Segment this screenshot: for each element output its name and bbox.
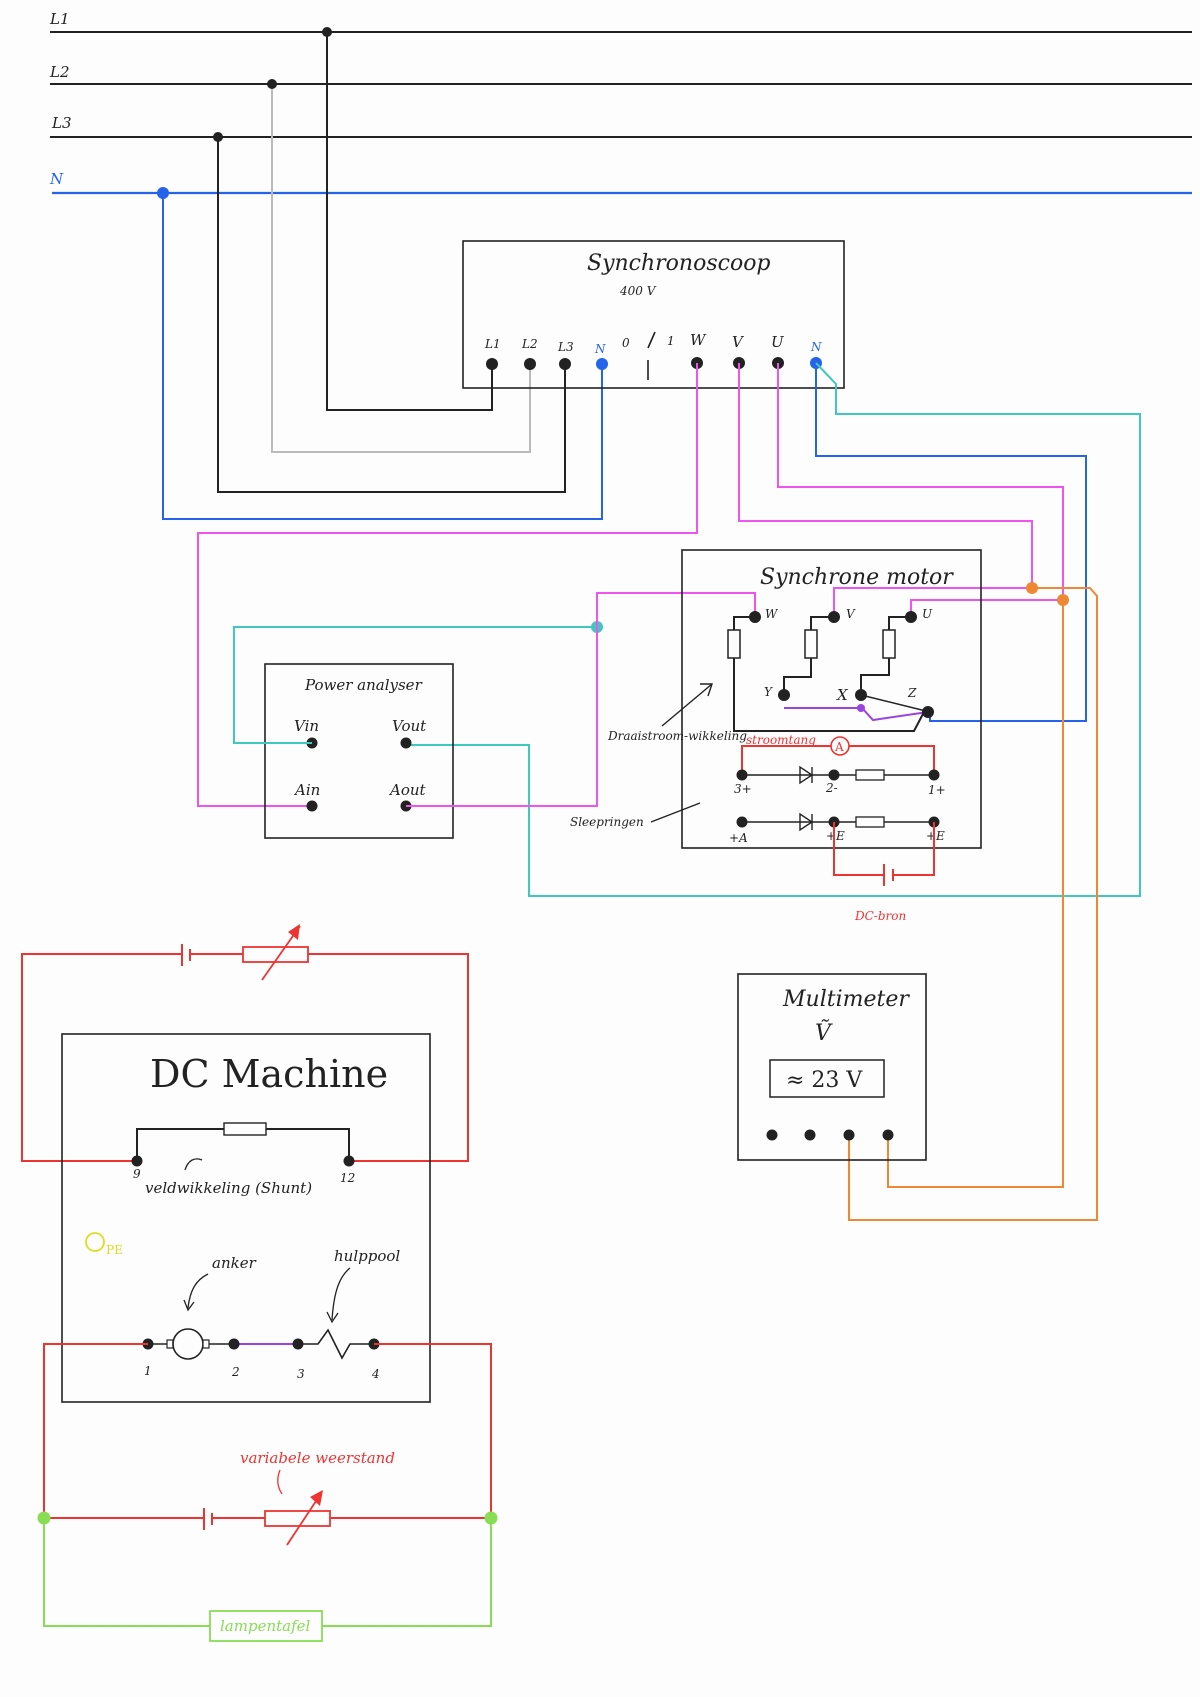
pa-ain: Ain (293, 781, 320, 799)
dc-term-1: 1 (144, 1364, 152, 1378)
dc-machine-title: DC Machine (150, 1052, 388, 1096)
sync-term-n2: N (810, 340, 822, 354)
pa-aout: Aout (388, 781, 427, 799)
armature-symbol (172, 1328, 204, 1360)
multimeter: Multimeter Ṽ ≈ 23 V (737, 973, 927, 1161)
lamp-table (209, 1610, 323, 1642)
sync-term-l2: L2 (521, 337, 538, 351)
row1-label-c: 1+ (928, 783, 946, 797)
bus-label-l2: L2 (49, 63, 70, 81)
multimeter-title: Multimeter (782, 987, 910, 1012)
bus-label-n: N (49, 170, 64, 188)
sync-term-v: V (732, 333, 745, 351)
row1-label-b: 2- (825, 781, 838, 795)
motor-title: Synchrone motor (760, 565, 954, 590)
sync-motor: Synchrone motor W V U Y X Z Draaistroom-… (570, 549, 982, 849)
switch-label-0: 0 (622, 336, 630, 350)
dc-term-12: 12 (340, 1171, 355, 1185)
dc-machine: DC Machine 9 12 veldwikkeling (Shunt) PE… (61, 1033, 431, 1403)
multimeter-mode: Ṽ (815, 1018, 833, 1046)
ammeter-label: A (834, 740, 844, 754)
junction-l1 (322, 27, 332, 37)
pa-vout: Vout (392, 717, 427, 735)
pa-vin: Vin (294, 717, 319, 735)
dc-term-3: 3 (297, 1367, 305, 1381)
sync-term-n: N (594, 342, 606, 356)
multimeter-reading: ≈ 23 V (786, 1068, 863, 1093)
dc-source-label: DC-bron (854, 909, 906, 923)
synchroscope-voltage: 400 V (619, 284, 657, 298)
anker-label: anker (212, 1254, 257, 1272)
ammeter-symbol (830, 736, 850, 756)
bus-label-l1: L1 (49, 10, 70, 28)
motor-term-u: U (922, 607, 933, 621)
row1-label-a: 3+ (734, 782, 752, 796)
armature-circuit: variabele weerstand lampentafel (37, 1343, 498, 1642)
synchroscope: Synchronoscoop 400 V L1 L2 L3 N 0 1 W V … (462, 240, 845, 389)
row2-label-a: +A (729, 831, 748, 845)
variable-resistor-label: variabele weerstand (240, 1449, 395, 1467)
lamp-label: lampentafel (220, 1617, 311, 1635)
dc-term-9: 9 (133, 1167, 141, 1181)
sync-term-w: W (690, 331, 707, 349)
motor-term-v: V (846, 607, 856, 621)
bus-label-l3: L3 (51, 114, 72, 132)
motor-term-y: Y (764, 685, 773, 699)
field-circuit (21, 924, 469, 1162)
dc-term-4: 4 (371, 1367, 380, 1381)
multimeter-wiring (848, 582, 1098, 1221)
row2-label-b: +E (826, 829, 845, 843)
junction-l2 (267, 79, 277, 89)
synchroscope-title: Synchronoscoop (587, 251, 771, 276)
dc-source: DC-bron (833, 822, 935, 923)
hulppool-label: hulppool (334, 1247, 400, 1265)
row2-label-c: +E (926, 829, 945, 843)
sync-term-l3: L3 (557, 340, 574, 354)
junction-l3 (213, 132, 223, 142)
field-label: veldwikkeling (Shunt) (145, 1179, 312, 1197)
pe-label: PE (106, 1243, 123, 1257)
dc-term-2: 2 (231, 1365, 240, 1379)
winding-note: Draaistroom-wikkeling (607, 729, 747, 743)
power-analyzer: Power analyser Vin Vout Ain Aout (264, 663, 454, 839)
motor-term-w: W (765, 607, 779, 621)
pa-title: Power analyser (304, 676, 423, 694)
multimeter-display (769, 1059, 885, 1098)
ring-note: Sleepringen (570, 815, 644, 829)
junction-n (157, 187, 169, 199)
supply-drops (157, 27, 603, 520)
sync-term-l1: L1 (484, 337, 501, 351)
sync-term-u: U (771, 333, 785, 351)
pe-symbol (85, 1232, 105, 1252)
supply-bus: L1 L2 L3 N (49, 10, 1192, 195)
motor-term-x: X (836, 686, 849, 704)
switch-label-1: 1 (667, 334, 675, 348)
clamp-label: stroomtang (746, 733, 816, 747)
motor-term-z: Z (907, 686, 917, 700)
synchroscope-output-wires (197, 362, 1141, 897)
